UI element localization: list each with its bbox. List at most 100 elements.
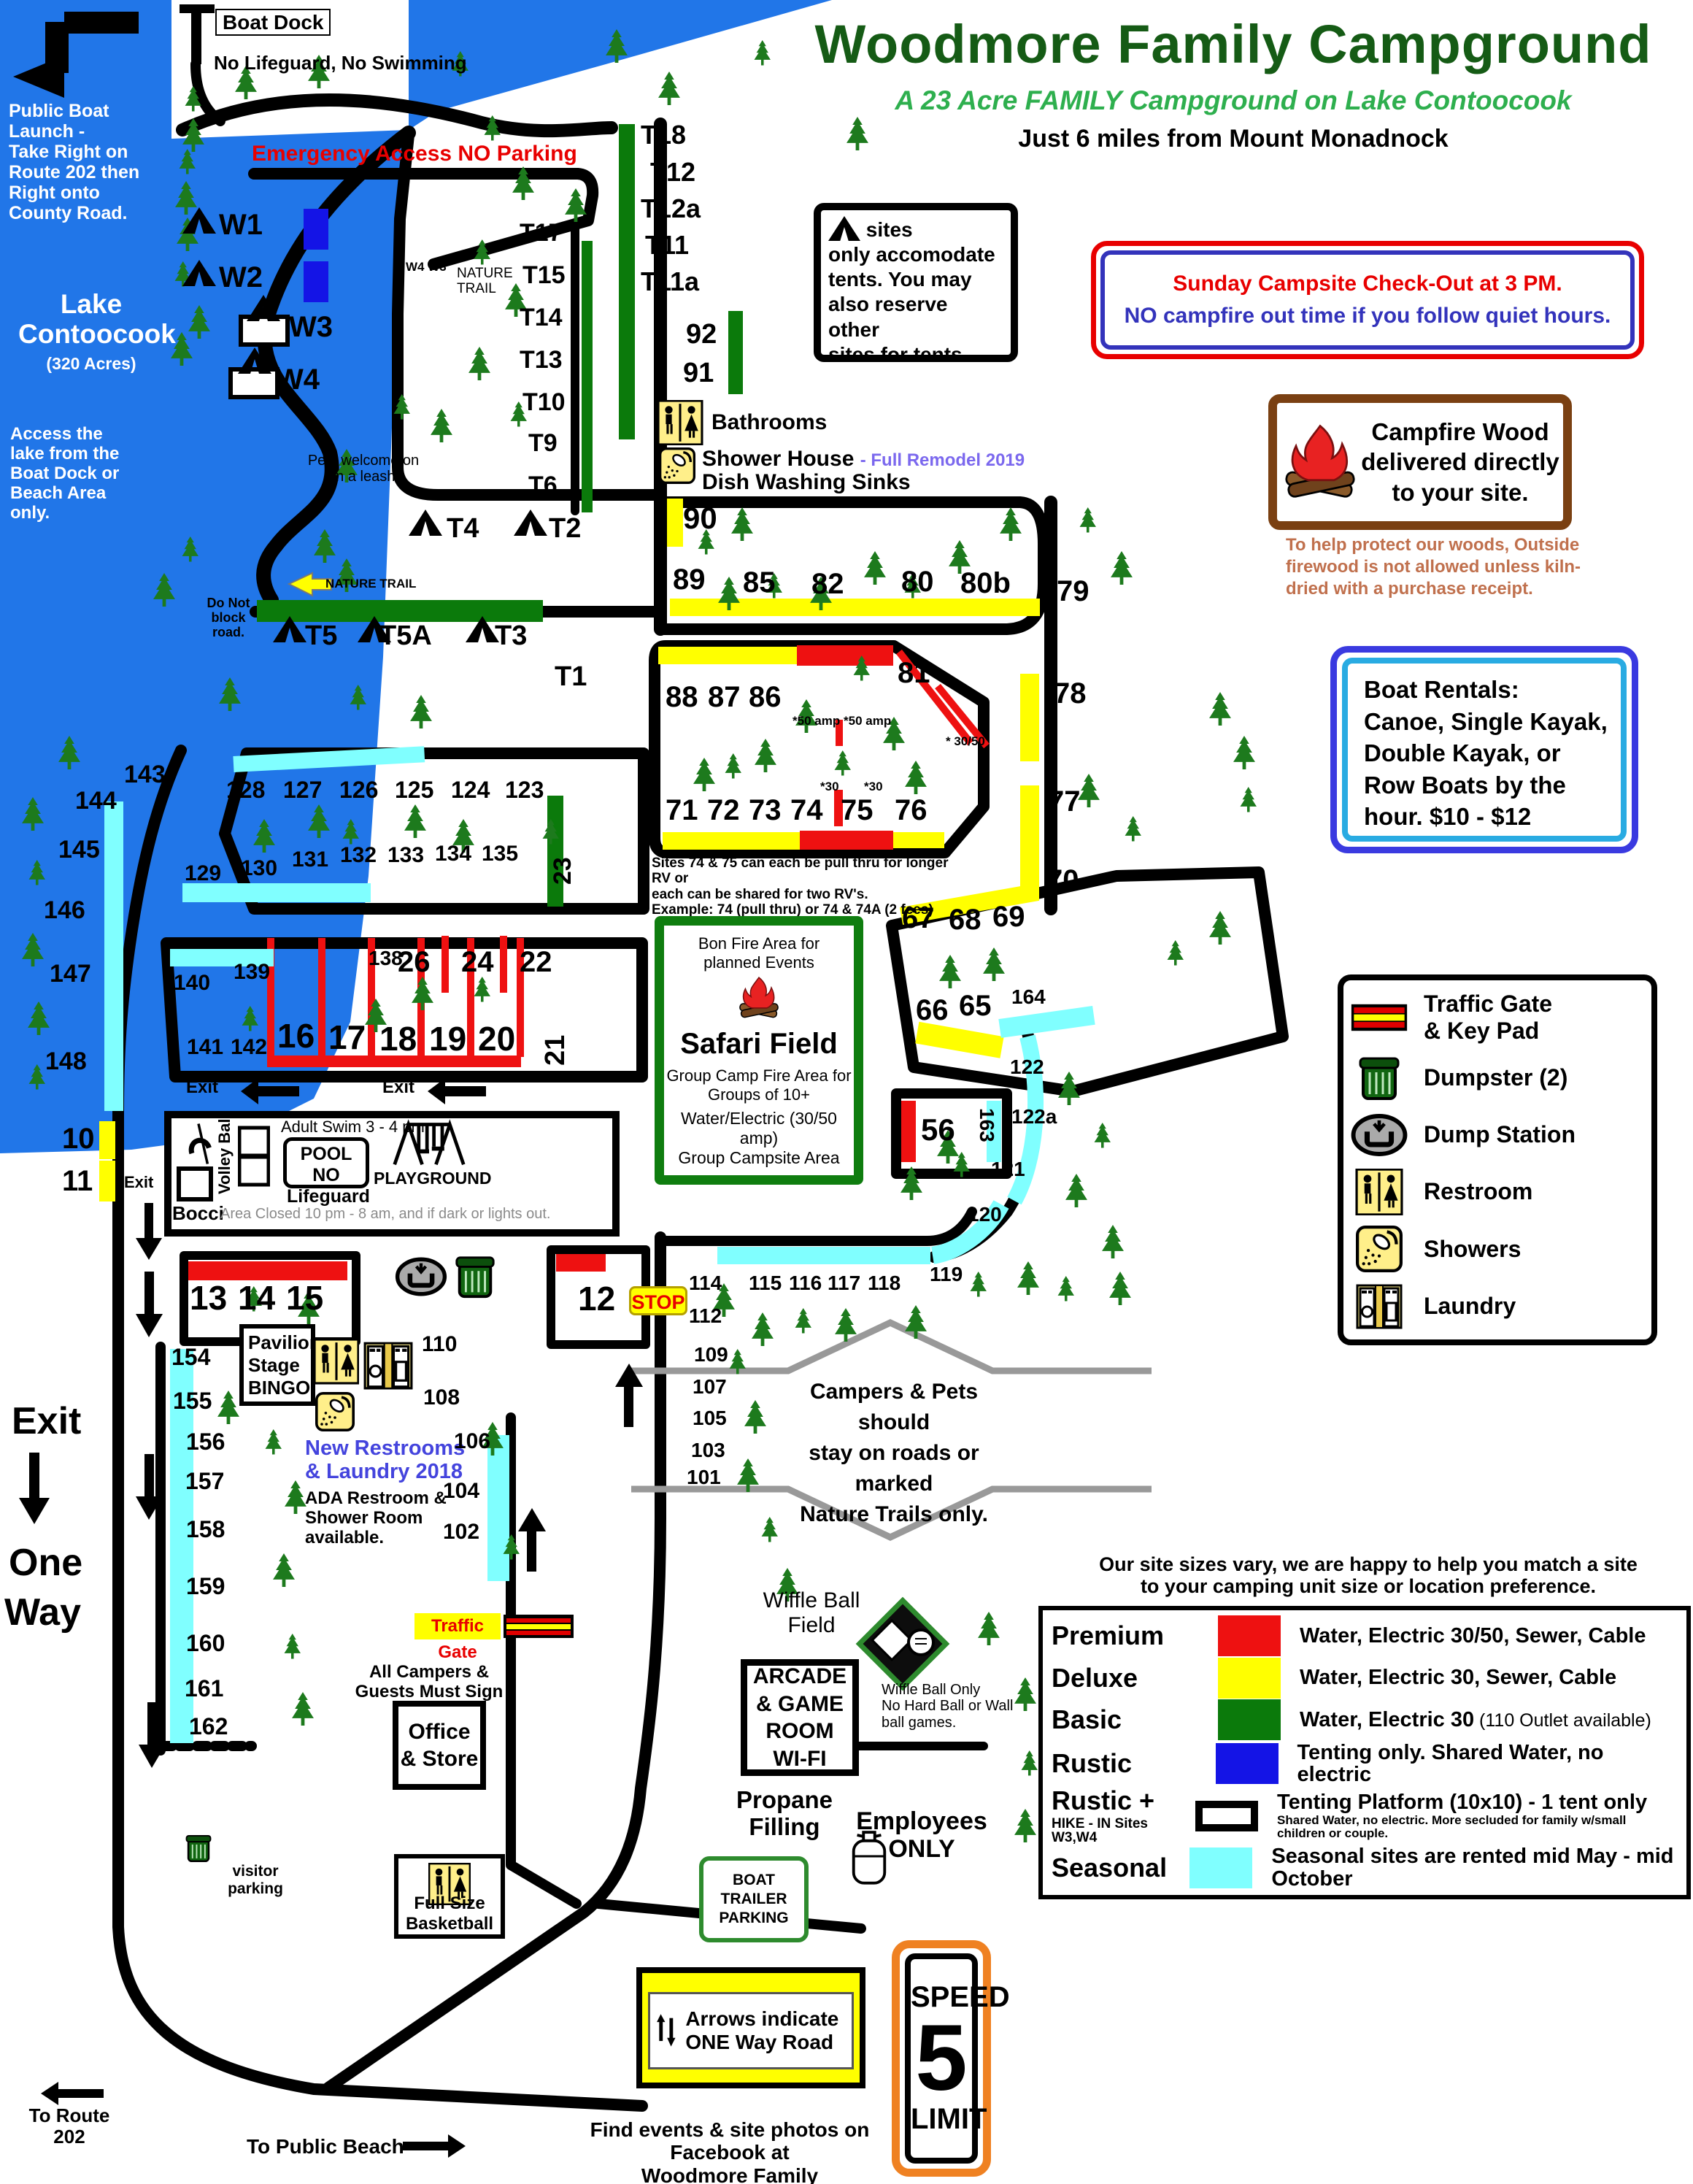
site-107: 107 — [693, 1375, 727, 1398]
restroom-icon — [657, 400, 703, 445]
lake-access-note: Access the lake from the Boat Dock or Be… — [10, 424, 120, 523]
propane-icon — [848, 1826, 890, 1886]
wiffle-note: Wiffle Ball Only No Hard Ball or Wall ba… — [882, 1682, 1014, 1731]
site-t13: T13 — [520, 346, 563, 374]
site-89: 89 — [673, 564, 706, 596]
site-t11: T11 — [645, 230, 690, 260]
showers-icon — [659, 447, 695, 485]
site-16: 16 — [277, 1017, 315, 1055]
horseshoe-icon — [179, 1121, 218, 1166]
site-138: 138 — [369, 947, 403, 969]
site-161: 161 — [185, 1675, 224, 1702]
site-81: 81 — [898, 657, 930, 689]
legend-item: Traffic Gate & Key Pad — [1351, 991, 1644, 1045]
site-t17: T17 — [520, 219, 563, 247]
site-159: 159 — [186, 1573, 225, 1599]
site-74: 74 — [790, 794, 823, 826]
site-82: 82 — [811, 568, 844, 600]
site-154: 154 — [171, 1344, 211, 1370]
site-24: 24 — [461, 946, 494, 978]
site-144: 144 — [75, 787, 117, 815]
site-type-label: Premium — [1052, 1620, 1165, 1650]
office-store-box: Office & Store — [393, 1701, 486, 1790]
site-21: 21 — [540, 1034, 571, 1066]
site-18: 18 — [379, 1020, 417, 1058]
pavilion-box: Pavilion Stage BINGO — [239, 1324, 321, 1406]
site-type-description-small: Shared Water, no electric. More secluded… — [1277, 1812, 1627, 1840]
exit-label-2: Exit — [382, 1077, 415, 1097]
one-way-1: One — [9, 1542, 83, 1584]
site-w4: W4 — [276, 364, 320, 396]
site-128: 128 — [226, 777, 266, 803]
restroom-icon-small — [428, 1862, 471, 1906]
laundry-icon — [363, 1334, 413, 1396]
site-t5: T5 — [305, 620, 338, 651]
site-t14: T14 — [520, 304, 563, 331]
site-15: 15 — [286, 1279, 324, 1317]
site-108: 108 — [423, 1385, 460, 1410]
site-135: 135 — [482, 842, 519, 866]
site-112: 112 — [689, 1304, 722, 1327]
dump-station-icon — [394, 1257, 448, 1296]
site-162: 162 — [189, 1713, 228, 1739]
site-124: 124 — [451, 777, 490, 803]
site-122a: 122a — [1011, 1105, 1057, 1128]
site-106: 106 — [454, 1429, 491, 1453]
restroom-icon — [314, 1336, 359, 1387]
site-118: 118 — [868, 1272, 901, 1294]
boat-rentals-text: Boat Rentals: Canoe, Single Kayak, Doubl… — [1342, 658, 1627, 842]
site-19: 19 — [429, 1020, 467, 1058]
site-14: 14 — [238, 1279, 276, 1317]
arrows-text: Arrows indicate ONE Way Road — [685, 2007, 839, 2053]
site-146: 146 — [44, 896, 85, 924]
site-t9: T9 — [528, 429, 558, 457]
site-120: 120 — [968, 1203, 1002, 1226]
traffic-gate-icon — [1351, 994, 1408, 1041]
site-77: 77 — [1048, 785, 1081, 818]
legend-item-label: Showers — [1424, 1235, 1522, 1262]
site-10: 10 — [62, 1123, 95, 1155]
safari-line3: Water/Electric (30/50 amp) Group Campsit… — [678, 1109, 840, 1167]
playground-label: PLAYGROUND — [374, 1169, 492, 1188]
site-17: 17 — [328, 1018, 366, 1056]
no-swimming-label: No Lifeguard, No Swimming — [214, 52, 467, 74]
site-158: 158 — [186, 1516, 225, 1542]
speed-word: SPEED — [911, 1981, 1010, 2014]
up-down-arrows-icon — [657, 2014, 676, 2047]
employees: Employees ONLY — [856, 1807, 987, 1864]
showers-icon — [1351, 1225, 1408, 1272]
site-t1: T1 — [555, 661, 587, 692]
traffic-gate-label: Traffic Gate — [414, 1613, 501, 1662]
site-117: 117 — [828, 1272, 861, 1294]
site-type-swatch — [1215, 1743, 1279, 1785]
boat-dock-label: Boat Dock — [215, 9, 331, 36]
site-142: 142 — [231, 1035, 268, 1059]
site-sizes-note: Our site sizes vary, we are happy to hel… — [1099, 1553, 1638, 1598]
site-11: 11 — [62, 1165, 93, 1197]
legend-item-label: Dump Station — [1424, 1121, 1576, 1148]
site-109: 109 — [694, 1343, 728, 1366]
amp-3050: * 30/50 — [946, 734, 985, 748]
site-119: 119 — [930, 1263, 963, 1285]
site-13: 13 — [190, 1279, 228, 1317]
safari-field-box: Bon Fire Area for planned Events Safari … — [655, 916, 863, 1185]
campfire-wood-box: Campfire Wood delivered directly to your… — [1268, 394, 1572, 530]
bocci-label: Bocci — [172, 1202, 224, 1224]
tent-note-text: sites only accomodate tents. You may als… — [828, 218, 995, 366]
boat-launch-note: Public Boat Launch - Take Right on Route… — [9, 101, 140, 223]
to-route-202: To Route 202 — [28, 2104, 110, 2148]
site-115: 115 — [749, 1272, 782, 1294]
site-164: 164 — [1011, 985, 1046, 1008]
site-t12: T12 — [650, 157, 696, 187]
site-t3: T3 — [495, 620, 528, 651]
site-86: 86 — [749, 681, 782, 713]
site-type-description: Water, Electric 30, Sewer, Cable — [1300, 1666, 1617, 1690]
site-145: 145 — [58, 836, 100, 864]
legend-item-label: Traffic Gate & Key Pad — [1424, 991, 1553, 1044]
nature-trail-1: NATURE TRAIL — [457, 266, 513, 297]
site-65: 65 — [959, 990, 992, 1022]
site-73: 73 — [749, 794, 782, 826]
remodel-label: - Full Remodel 2019 — [860, 450, 1025, 470]
